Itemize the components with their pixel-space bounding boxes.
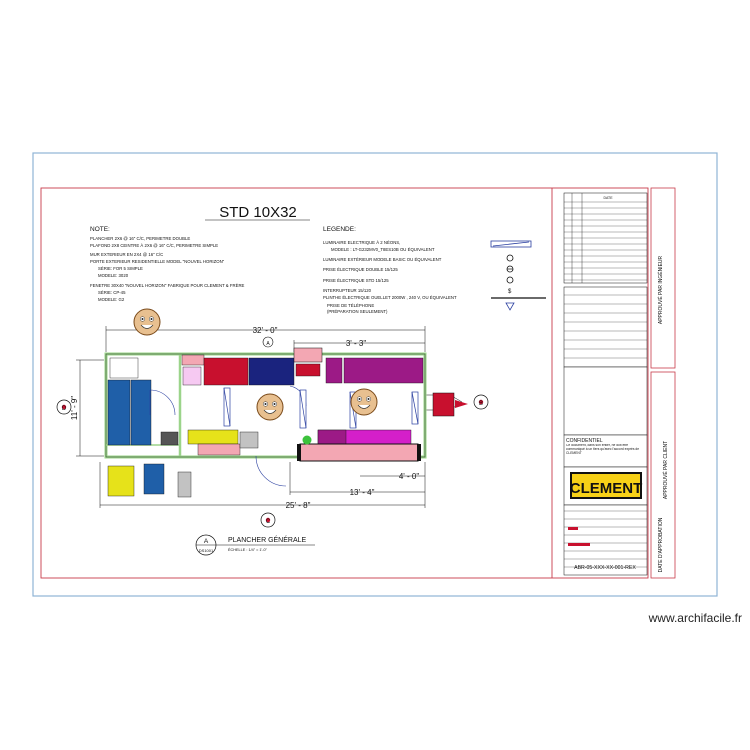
notes-list: PLANCHER 2X6 @ 16" C/C, PERIMETRE DOUBLE… xyxy=(90,236,245,302)
client-approval-label: APPROUVÉ PAR CLIENT xyxy=(662,441,669,499)
legend-symbols: $ xyxy=(490,240,546,311)
switch-icon: $ xyxy=(508,289,512,295)
dim-overall-length: 32' - 0" xyxy=(253,326,278,335)
legend-line: LUMINAIRE EXTÉRIEUR MODELE BASIC OU ÉQUI… xyxy=(323,257,442,262)
legend-line: PLINTHE ÉLECTRIQUE OUELLET 2000W , 240 V… xyxy=(323,295,457,300)
bed-navy xyxy=(248,357,295,386)
drawing-number: ABR-05-XXX-XX-001-REX xyxy=(574,565,636,571)
confidential-text-box: Ce document, dans son entier, ne doit êt… xyxy=(566,444,640,455)
elevation-marker-left: D xyxy=(56,399,72,415)
approval-strip-bottom xyxy=(650,371,676,579)
note-line: PLAFOND 2X8 CEINTRE À 2X6 @ 16" C/C, PER… xyxy=(90,243,218,248)
clement-logo: CLEMENT xyxy=(570,480,643,497)
note-line: SÉRIE: CP-45 xyxy=(98,290,126,295)
exterior-block-yellow xyxy=(107,465,135,497)
note-line: MODELE: 3020 xyxy=(98,273,129,278)
svg-text:C: C xyxy=(266,519,271,525)
confidential-box xyxy=(563,434,648,468)
bed-purple xyxy=(343,357,424,384)
dimension-lines xyxy=(76,326,426,508)
smiley-icon xyxy=(133,308,161,336)
svg-text:D: D xyxy=(62,406,67,412)
phone-jack-icon xyxy=(505,302,515,311)
confidential-text: Ce document, dans son entier, ne doit êt… xyxy=(566,444,640,455)
legend-line: (PRÉPARATION SEULEMENT) xyxy=(327,309,388,314)
cabinet-lilac xyxy=(182,366,202,386)
plan-subtitle: ÉCHELLE : 1/4" = 1'-0" xyxy=(228,547,268,552)
note-line: FENETRE 30X40 "NOUVEL HORIZON" FABRIQUE … xyxy=(90,283,245,288)
legend-line: PRISE ÉLECTRIQUE STD 15/125 xyxy=(323,278,389,283)
exterior-light-icon xyxy=(506,254,514,262)
desk-red xyxy=(295,363,321,377)
logo-fill xyxy=(572,474,640,497)
info-table xyxy=(563,286,648,368)
dim-segment-4ft: 4' - 0" xyxy=(399,472,420,481)
plant-green xyxy=(302,435,312,445)
hitch-tongue xyxy=(455,400,468,408)
bench-pink xyxy=(197,443,241,456)
furniture xyxy=(107,347,424,462)
project-info-box xyxy=(563,504,648,576)
drawing-border xyxy=(40,187,649,579)
smiley-icon xyxy=(256,393,284,421)
note-line: SÉRIE: FOR 5 SIMPLE xyxy=(98,266,143,271)
approval-strip-top xyxy=(650,187,676,369)
single-outlet-icon xyxy=(506,276,514,284)
locker-left xyxy=(107,379,131,446)
dim-segment-13ft: 13' - 4" xyxy=(350,488,375,497)
legend-heading: LEGENDE: xyxy=(323,226,356,233)
dim-top-segment: 3' - 3" xyxy=(346,339,367,348)
shelf-pink xyxy=(181,354,205,366)
confidential-heading: CONFIDENTIEL xyxy=(566,438,603,444)
legend-line: PRISE DE TÉLÉPHONE xyxy=(327,303,374,308)
locker-right xyxy=(130,379,152,446)
revision-header: DATE xyxy=(603,196,613,200)
hitch-box xyxy=(432,392,455,417)
table-yellow xyxy=(187,429,239,445)
plan-title: PLANCHER GÉNÉRALE xyxy=(228,535,307,544)
bed-red xyxy=(203,357,249,386)
dim-overall-width: 11' - 9" xyxy=(70,396,79,420)
credit-text: www.archifacile.fr xyxy=(648,611,742,625)
svg-text:DS1001: DS1001 xyxy=(199,548,214,553)
engineer-approval-label: APPROUVÉ PAR INGÉNIEUR xyxy=(657,255,664,324)
legend-line: INTERRUPTEUR 15/120 xyxy=(323,288,372,293)
svg-text:A: A xyxy=(266,341,270,347)
elevation-marker-right: B xyxy=(473,394,489,410)
note-line: MUR EXTERIEUR EN 2X4 @ 16" C/C xyxy=(90,252,163,257)
exterior-block-grey xyxy=(177,471,192,498)
counter xyxy=(109,357,139,379)
appliance-grey xyxy=(239,431,259,449)
cabinet-purple xyxy=(325,357,343,384)
note-line: PORTE EXTERIEUR RESIDENTIELLE MODEL "NOU… xyxy=(90,259,225,264)
smiley-markers xyxy=(133,308,378,421)
title-block: DATE CONFIDENTIEL Ce document, dans son … xyxy=(563,192,648,576)
elevation-marker-top: A xyxy=(262,336,274,348)
note-line: PLANCHER 2X6 @ 16" C/C, PERIMETRE DOUBLE xyxy=(90,236,190,241)
note-line: MODELE: G2 xyxy=(98,297,125,302)
legend-line: MODELE : LT-G232MV0_T8ES10B OU ÉQUIVALEN… xyxy=(331,247,435,252)
sheet-title: STD 10X32 xyxy=(219,204,297,221)
wardrobe-pink xyxy=(293,347,323,363)
legend-line: PRISE ÉLECTRIQUE DOUBLE 15/125 xyxy=(323,267,398,272)
legend-list: LUMINAIRE ELECTRIQUE À 2 NÉONS, MODELE :… xyxy=(323,240,457,314)
stamp-box xyxy=(563,366,648,436)
bench-long-pink xyxy=(299,443,419,462)
smiley-icon xyxy=(350,388,378,416)
stove xyxy=(160,431,179,446)
svg-text:B: B xyxy=(479,401,483,407)
svg-text:A: A xyxy=(204,538,209,545)
light-fixtures xyxy=(223,387,419,429)
note-heading: NOTE: xyxy=(90,226,110,233)
approval-date-label: DATE D'APPROBATION xyxy=(658,517,664,572)
dim-bottom-length: 25' - 8" xyxy=(286,501,311,510)
elevation-marker-bottom: C xyxy=(260,512,276,528)
exterior-block-blue xyxy=(143,463,165,495)
section-bubble: A DS1001 xyxy=(195,534,315,556)
legend-line: LUMINAIRE ELECTRIQUE À 2 NÉONS, xyxy=(323,240,400,245)
